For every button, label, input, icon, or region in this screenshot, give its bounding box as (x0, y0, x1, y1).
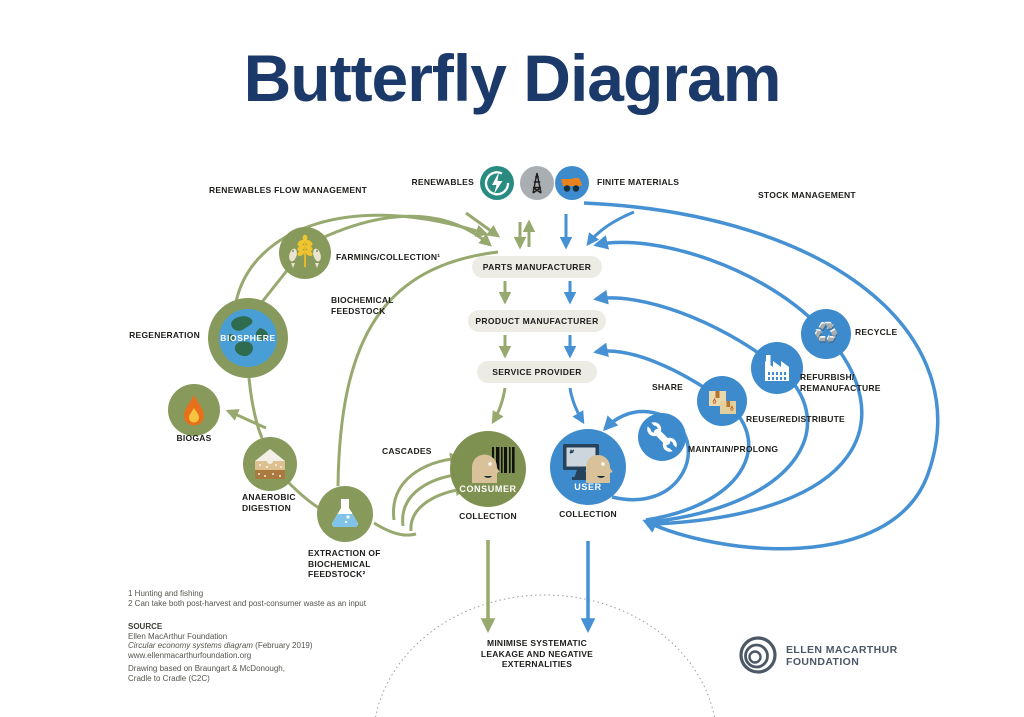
product-manufacturer-label: PRODUCT MANUFACTURER (475, 316, 599, 326)
regeneration-label: REGENERATION (129, 330, 200, 340)
source-org: Ellen MacArthur Foundation (128, 631, 228, 641)
emf-logo-text: ELLEN MACARTHUR FOUNDATION (786, 644, 898, 668)
source-block: SOURCE Ellen MacArthur Foundation Circul… (128, 622, 313, 683)
finite-materials-icon (555, 166, 589, 200)
extraction-node (317, 486, 373, 542)
cascades-label: CASCADES (382, 446, 432, 456)
renewables-icon (480, 166, 514, 200)
parts-manufacturer-pill: PARTS MANUFACTURER (472, 256, 602, 278)
recycle-node: ♻ ♻ (801, 309, 851, 359)
green-flows (225, 211, 536, 633)
refurbish-node (751, 342, 803, 394)
reuse-node (697, 376, 747, 426)
service-provider-pill: SERVICE PROVIDER (477, 361, 597, 383)
emf-logo-icon (739, 636, 777, 674)
svg-text:♻: ♻ (813, 316, 840, 351)
recycle-icon: ♻ ♻ (804, 312, 848, 353)
svg-text:♻: ♻ (804, 312, 848, 353)
footnote-1: 1 Hunting and fishing (128, 589, 204, 598)
footnotes: 1 Hunting and fishing 2 Can take both po… (128, 589, 366, 608)
source-url: www.ellenmacarthurfoundation.org (128, 650, 252, 660)
wrench-icon (646, 421, 678, 453)
biosphere-label: BIOSPHERE (220, 333, 276, 343)
user-node: USER (550, 429, 626, 505)
collection-user-label: COLLECTION (559, 509, 617, 519)
anaerobic-digestion-node (243, 437, 297, 491)
maintain-node (638, 413, 686, 461)
renewables-flow-management-label: RENEWABLES FLOW MANAGEMENT (209, 185, 368, 195)
consumer-node: CONSUMER (450, 431, 526, 507)
biosphere-node: BIOSPHERE (208, 298, 288, 378)
user-label: USER (574, 482, 602, 492)
source-note-2: Cradle to Cradle (C2C) (128, 673, 210, 683)
renewables-label: RENEWABLES (411, 177, 474, 187)
maintain-prolong-label: MAINTAIN/PROLONG (688, 444, 779, 454)
service-provider-label: SERVICE PROVIDER (492, 367, 582, 377)
factory-icon (765, 355, 789, 381)
source-work: Circular economy systems diagram (Februa… (128, 641, 313, 650)
page-title: Butterfly Diagram (243, 41, 782, 115)
leakage-ellipse (375, 594, 715, 717)
biogas-node (168, 384, 220, 436)
farming-node (279, 227, 331, 279)
footnote-2: 2 Can take both post-harvest and post-co… (128, 598, 366, 608)
recycle-label: RECYCLE (855, 327, 898, 337)
biogas-label: BIOGAS (176, 433, 212, 443)
source-note-1: Drawing based on Braungart & McDonough, (128, 664, 285, 673)
collection-consumer-label: COLLECTION (459, 511, 517, 521)
refurbish-remanufacture-label: REFURBISH/REMANUFACTURE (800, 372, 881, 393)
consumer-label: CONSUMER (459, 484, 517, 494)
product-manufacturer-pill: PRODUCT MANUFACTURER (468, 310, 606, 332)
oil-derrick-icon (520, 166, 554, 200)
stock-management-label: STOCK MANAGEMENT (758, 190, 856, 200)
share-label: SHARE (652, 382, 684, 392)
finite-materials-label: FINITE MATERIALS (597, 177, 680, 187)
boxes-icon (709, 391, 736, 414)
parts-manufacturer-label: PARTS MANUFACTURER (482, 262, 592, 272)
reuse-redistribute-label: REUSE/REDISTRIBUTE (746, 414, 845, 424)
source-heading: SOURCE (128, 622, 163, 631)
farming-collection-label: FARMING/COLLECTION¹ (336, 252, 441, 262)
